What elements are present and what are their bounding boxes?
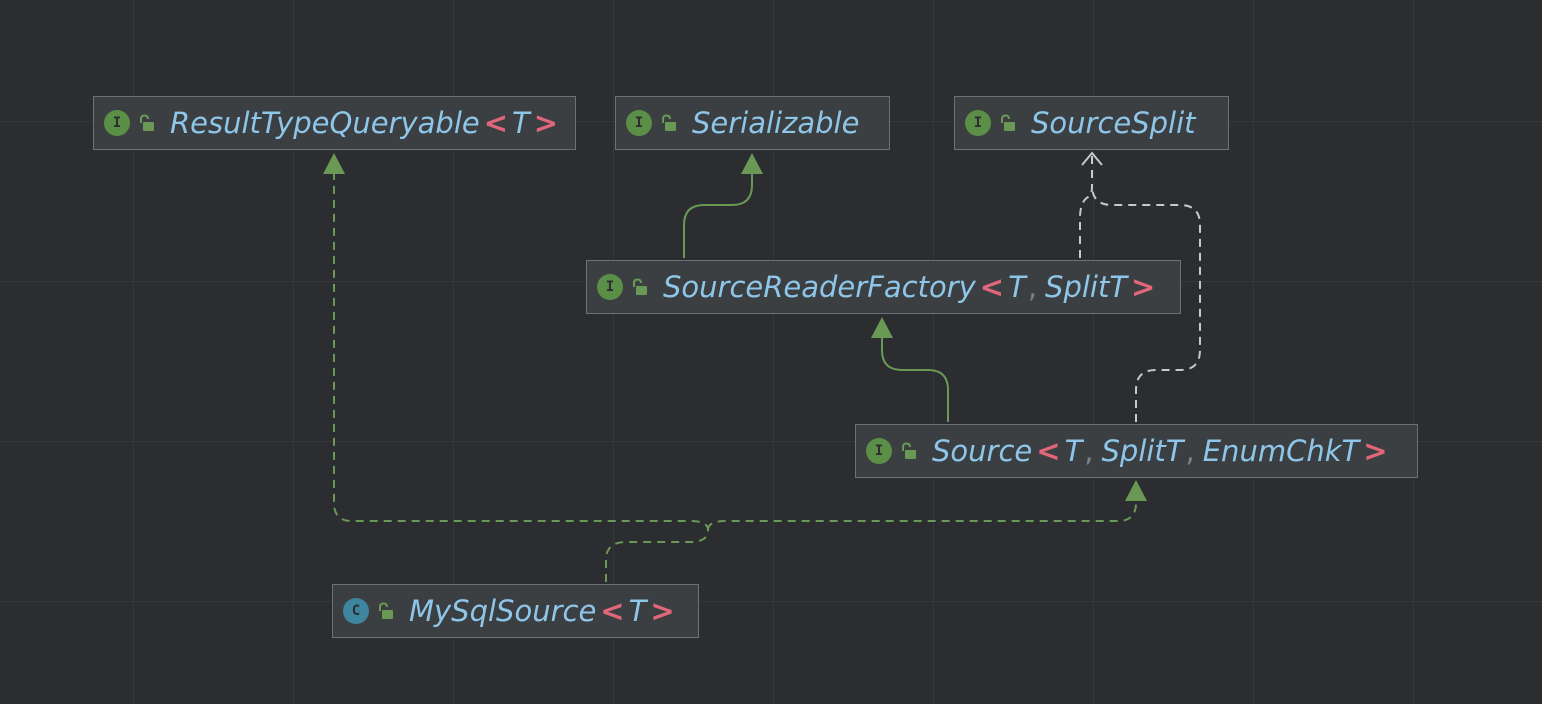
type-param: SplitT	[1101, 434, 1184, 468]
edge-sourcereaderfactory-serializable	[683, 173, 753, 258]
node-resulttypequeryable[interactable]: I ResultTypeQueryable < T >	[93, 96, 576, 150]
node-sourcereaderfactory[interactable]: I SourceReaderFactory < T , SplitT >	[586, 260, 1181, 314]
interface-icon: I	[626, 110, 652, 136]
generic-close-bracket: >	[1363, 434, 1388, 468]
type-param: T	[1008, 270, 1026, 304]
interface-icon: I	[965, 110, 991, 136]
arrowhead-sourcesplit	[1081, 151, 1103, 166]
interface-icon: I	[104, 110, 130, 136]
generic-close-bracket: >	[1131, 270, 1156, 304]
unlocked-padlock-icon	[662, 114, 676, 131]
node-mysqlsource[interactable]: C MySqlSource < T >	[332, 584, 699, 638]
node-name: SourceSplit	[1031, 106, 1196, 140]
type-param: T	[1064, 434, 1083, 468]
node-serializable[interactable]: I Serializable	[615, 96, 890, 150]
class-icon: C	[343, 598, 369, 624]
generic-close-bracket: >	[650, 594, 675, 628]
edge-source-sourcereaderfactory	[881, 337, 949, 422]
interface-icon: I	[597, 274, 623, 300]
type-param: T	[512, 106, 530, 140]
edge-mysqlsource-resulttypequeryable	[333, 173, 710, 582]
generic-open-bracket: <	[600, 594, 625, 628]
unlocked-padlock-icon	[379, 602, 393, 619]
generic-close-bracket: >	[533, 106, 559, 140]
node-name: Source	[932, 434, 1033, 468]
node-sourcesplit[interactable]: I SourceSplit	[954, 96, 1229, 150]
type-param: EnumChkT	[1202, 434, 1360, 468]
generic-open-bracket: <	[483, 106, 509, 140]
unlocked-padlock-icon	[1001, 114, 1015, 131]
type-param: SplitT	[1045, 270, 1128, 304]
arrowhead-source	[1125, 480, 1147, 501]
type-param-separator: ,	[1027, 270, 1038, 304]
node-name: ResultTypeQueryable	[170, 106, 480, 140]
type-param-separator: ,	[1185, 434, 1195, 468]
interface-icon: I	[866, 438, 892, 464]
unlocked-padlock-icon	[633, 278, 647, 295]
node-name: MySqlSource	[409, 594, 597, 628]
node-name: SourceReaderFactory	[663, 270, 976, 304]
type-param: T	[628, 594, 647, 628]
type-param-separator: ,	[1084, 434, 1094, 468]
arrowhead-serializable	[741, 153, 763, 174]
arrowhead-resulttypequeryable	[323, 153, 345, 174]
unlocked-padlock-icon	[140, 114, 154, 131]
node-name: Serializable	[692, 106, 860, 140]
generic-open-bracket: <	[979, 270, 1005, 304]
generic-open-bracket: <	[1036, 434, 1061, 468]
unlocked-padlock-icon	[902, 442, 916, 459]
edge-sourcereaderfactory-sourcesplit	[1079, 154, 1093, 258]
edge-source-sourcesplit	[1091, 184, 1201, 422]
node-source[interactable]: I Source < T , SplitT , EnumChkT >	[855, 424, 1418, 478]
edge-mysqlsource-source	[707, 500, 1137, 531]
arrowhead-sourcereaderfactory	[871, 317, 893, 338]
